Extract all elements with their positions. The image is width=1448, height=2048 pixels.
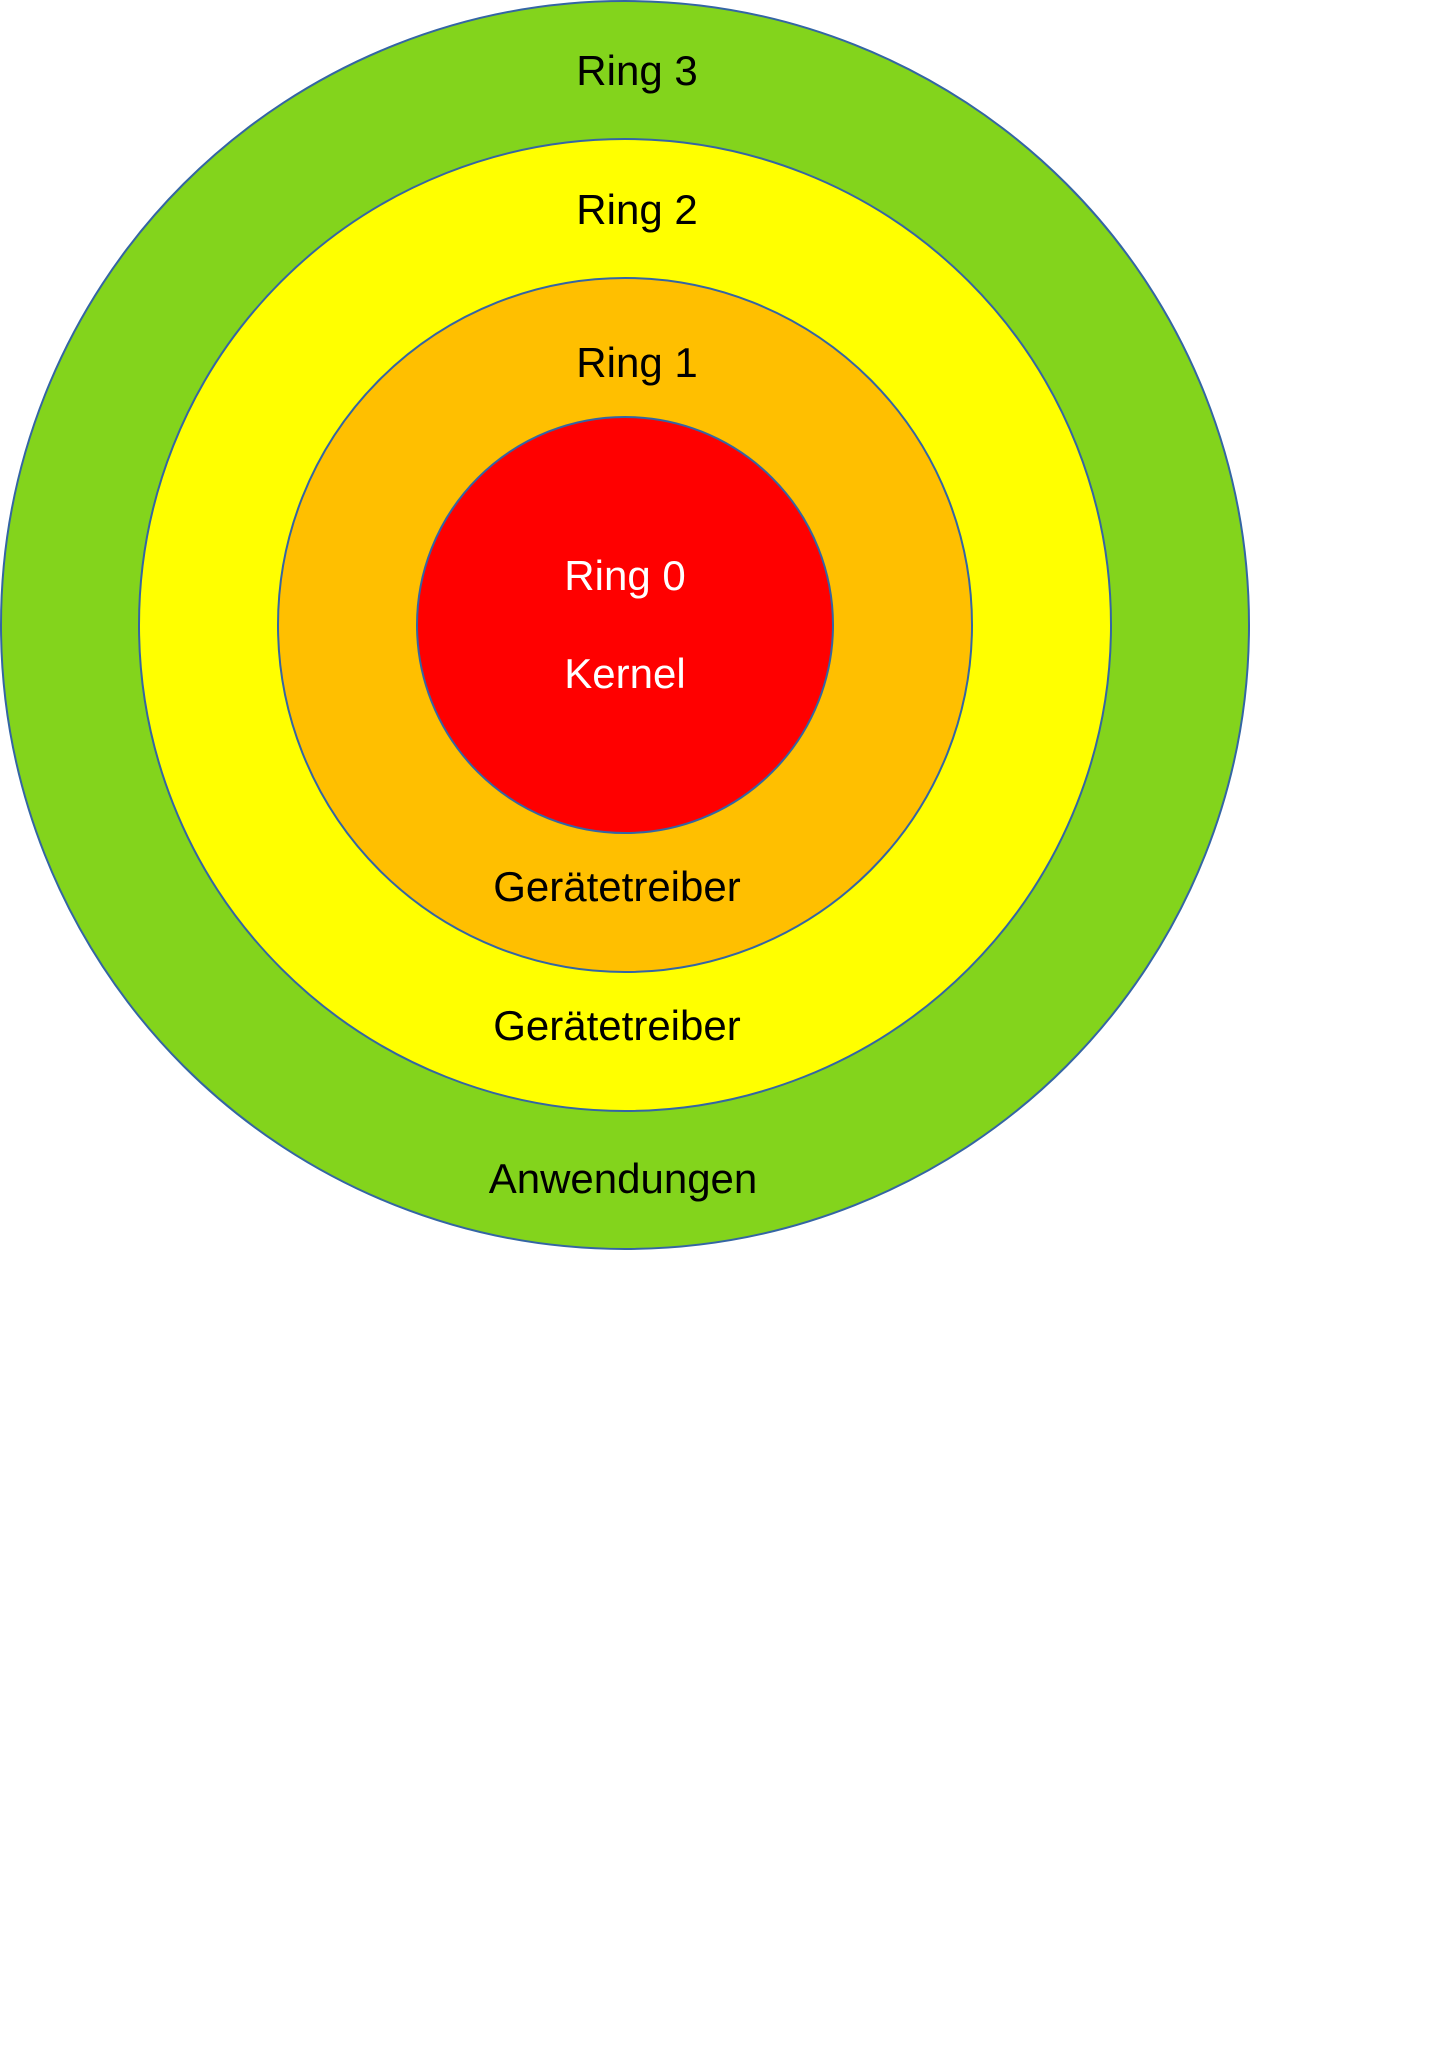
ring-3-label: Ring 3 <box>576 47 697 94</box>
ring-2-label: Ring 2 <box>576 186 697 233</box>
ring-2-drivers-label: Gerätetreiber <box>493 1002 740 1049</box>
ring-1-label: Ring 1 <box>576 339 697 386</box>
ring-0-label: Ring 0 <box>564 552 685 599</box>
applications-label: Anwendungen <box>489 1155 758 1202</box>
ring-0-circle <box>416 416 834 834</box>
kernel-label: Kernel <box>564 650 685 697</box>
ring-1-drivers-label: Gerätetreiber <box>493 863 740 910</box>
